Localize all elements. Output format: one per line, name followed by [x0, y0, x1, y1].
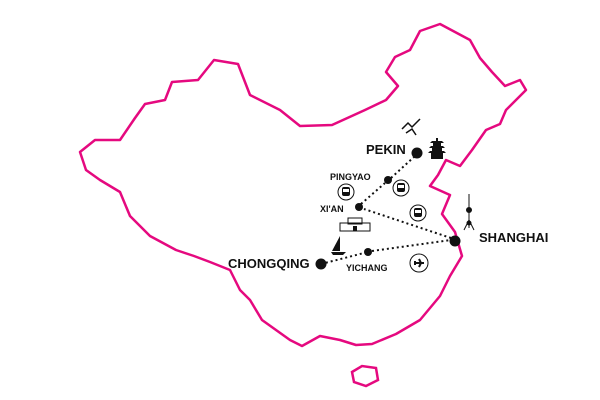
city-dot-yichang[interactable]	[364, 248, 372, 256]
city-dot-xian[interactable]	[355, 203, 363, 211]
train-icon	[392, 179, 410, 197]
route-shanghai-xian	[363, 208, 452, 239]
city-wall-icon	[339, 217, 371, 232]
city-label-pingyao: PINGYAO	[330, 172, 371, 182]
train-icon	[337, 183, 355, 201]
city-dot-pekin[interactable]	[411, 147, 423, 159]
boat-icon	[331, 236, 346, 255]
city-label-xian: XI'AN	[320, 204, 344, 214]
train-icon	[409, 204, 427, 222]
city-dot-pingyao[interactable]	[384, 176, 392, 184]
city-dot-shanghai[interactable]	[449, 235, 461, 247]
hainan-island	[350, 364, 380, 388]
pagoda-icon	[428, 138, 446, 159]
route-chongqing-yichang	[320, 252, 365, 265]
city-label-chongqing: CHONGQING	[228, 256, 310, 271]
city-dot-chongqing[interactable]	[315, 258, 327, 270]
great-wall-icon	[401, 118, 421, 136]
city-label-pekin: PEKIN	[366, 142, 406, 157]
route-yichang-shanghai	[371, 239, 452, 252]
route-pingyao-pekin	[390, 156, 415, 179]
china-outline	[78, 22, 528, 348]
city-label-shanghai: SHANGHAI	[479, 230, 548, 245]
city-label-yichang: YICHANG	[346, 263, 388, 273]
pearl-tower-icon	[463, 194, 475, 231]
plane-icon	[409, 253, 429, 273]
route-xian-pingyao	[360, 182, 386, 205]
